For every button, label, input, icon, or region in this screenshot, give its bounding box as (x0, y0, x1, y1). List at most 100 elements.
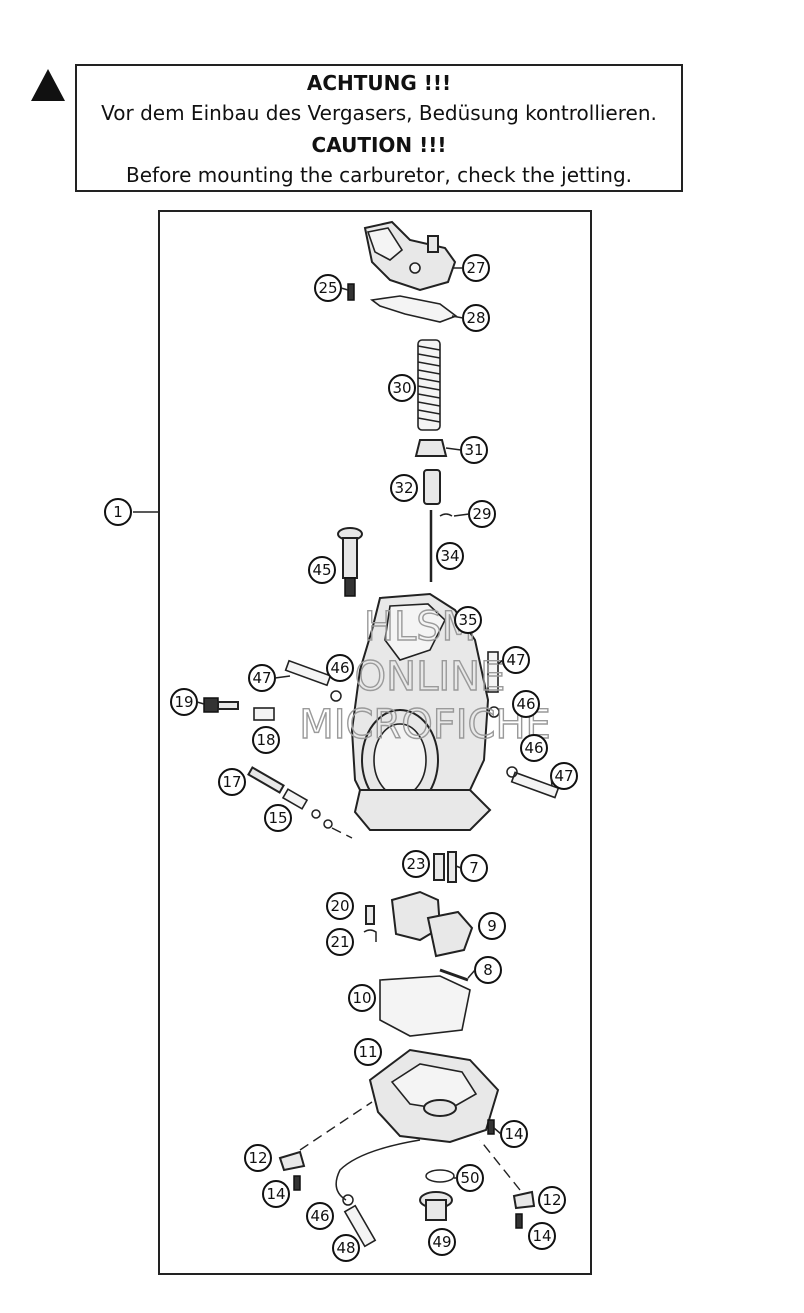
main-jet (433, 853, 445, 881)
callout-14-bottom: 14 (528, 1222, 556, 1250)
cover-screw (347, 283, 355, 301)
svg-text:10: 10 (352, 989, 371, 1007)
cover-gasket (369, 295, 458, 323)
svg-text:12: 12 (542, 1191, 561, 1209)
callout-10: 10 (348, 984, 376, 1012)
callout-1: 1 (104, 498, 132, 526)
callout-30: 30 (388, 374, 416, 402)
float (390, 890, 474, 958)
callout-46-a: 46 (326, 654, 354, 682)
callout-29: 29 (468, 500, 496, 528)
assembly-line-12-left (299, 1101, 373, 1151)
svg-text:47: 47 (554, 767, 573, 785)
o-ring-46-a (330, 690, 342, 702)
svg-text:14: 14 (532, 1227, 551, 1245)
callout-31: 31 (460, 436, 488, 464)
drain-plug (419, 1191, 453, 1221)
callout-35: 35 (454, 606, 482, 634)
float-clip (363, 929, 377, 942)
svg-text:17: 17 (222, 773, 241, 791)
callout-25: 25 (314, 274, 342, 302)
callout-17: 17 (218, 768, 246, 796)
callout-49: 49 (428, 1228, 456, 1256)
callout-34: 34 (436, 542, 464, 570)
o-ring-46-c (506, 766, 518, 778)
svg-text:25: 25 (318, 279, 337, 297)
callout-47-right-bottom: 47 (550, 762, 578, 790)
svg-text:49: 49 (432, 1233, 451, 1251)
o-ring-46-b (488, 706, 500, 718)
callout-19: 19 (170, 688, 198, 716)
caution-text-en: Before mounting the carburetor, check th… (126, 163, 632, 187)
callout-48: 48 (332, 1234, 360, 1262)
callout-20: 20 (326, 892, 354, 920)
float-bowl (368, 1048, 500, 1144)
caution-heading-de: ACHTUNG !!! (306, 71, 452, 95)
callout-12-left: 12 (244, 1144, 272, 1172)
callout-9: 9 (478, 912, 506, 940)
svg-text:32: 32 (394, 479, 413, 497)
pin-47-left (284, 659, 332, 687)
callout-14-right: 14 (500, 1120, 528, 1148)
bowl-screw-14-left (293, 1175, 301, 1191)
caution-text-de: Vor dem Einbau des Vergasers, Bedüsung k… (101, 101, 657, 125)
svg-text:8: 8 (483, 961, 493, 979)
callout-46-c: 46 (520, 734, 548, 762)
assembly-line-15 (331, 827, 353, 839)
warning-triangle-icon (31, 69, 65, 101)
svg-text:20: 20 (330, 897, 349, 915)
svg-text:18: 18 (256, 731, 275, 749)
air-screw (203, 697, 275, 721)
svg-text:31: 31 (464, 441, 483, 459)
callout-47-left: 47 (248, 664, 276, 692)
watermark-line-3: MICROFICHE (299, 702, 551, 748)
svg-text:1: 1 (113, 503, 123, 521)
throttle-stop-screw (247, 766, 333, 829)
svg-text:9: 9 (487, 917, 497, 935)
callout-28: 28 (462, 304, 490, 332)
bowl-screw-14-bottom (515, 1213, 523, 1229)
svg-text:30: 30 (392, 379, 411, 397)
watermark: HLSM ONLINE MICROFICHE (298, 603, 551, 748)
pilot-jet (447, 851, 457, 883)
float-bowl-gasket (379, 975, 471, 1037)
callout-47-right-top: 47 (502, 646, 530, 674)
svg-text:14: 14 (266, 1185, 285, 1203)
svg-text:48: 48 (336, 1239, 355, 1257)
callout-leaders (196, 267, 553, 1179)
callout-45: 45 (308, 556, 336, 584)
svg-text:46: 46 (524, 739, 543, 757)
pin-47-right-top (487, 651, 499, 693)
svg-text:47: 47 (252, 669, 271, 687)
diagram-frame (158, 210, 592, 1275)
needle-clip (439, 513, 453, 517)
svg-text:47: 47 (506, 651, 525, 669)
throttle-spring (417, 339, 441, 431)
callout-46-b: 46 (512, 690, 540, 718)
drain-hose (343, 1204, 377, 1248)
watermark-line-2: ONLINE (355, 654, 506, 700)
svg-text:19: 19 (174, 693, 193, 711)
svg-text:50: 50 (460, 1169, 479, 1187)
o-ring-46-d (342, 1194, 354, 1206)
callout-21: 21 (326, 928, 354, 956)
needle-holder-cap (414, 439, 448, 457)
svg-text:34: 34 (440, 547, 459, 565)
callout-23: 23 (402, 850, 430, 878)
o-ring-50 (425, 1169, 455, 1183)
callout-50: 50 (456, 1164, 484, 1192)
callout-14-left: 14 (262, 1180, 290, 1208)
svg-text:46: 46 (330, 659, 349, 677)
svg-text:7: 7 (469, 859, 479, 877)
svg-text:28: 28 (466, 309, 485, 327)
svg-text:15: 15 (268, 809, 287, 827)
svg-text:29: 29 (472, 505, 491, 523)
svg-text:46: 46 (310, 1207, 329, 1225)
needle-holder (423, 469, 441, 505)
svg-text:21: 21 (330, 933, 349, 951)
float-needle (365, 905, 375, 925)
callout-27: 27 (462, 254, 490, 282)
caution-heading-en: CAUTION !!! (311, 133, 447, 157)
bracket-12-right (512, 1190, 536, 1210)
